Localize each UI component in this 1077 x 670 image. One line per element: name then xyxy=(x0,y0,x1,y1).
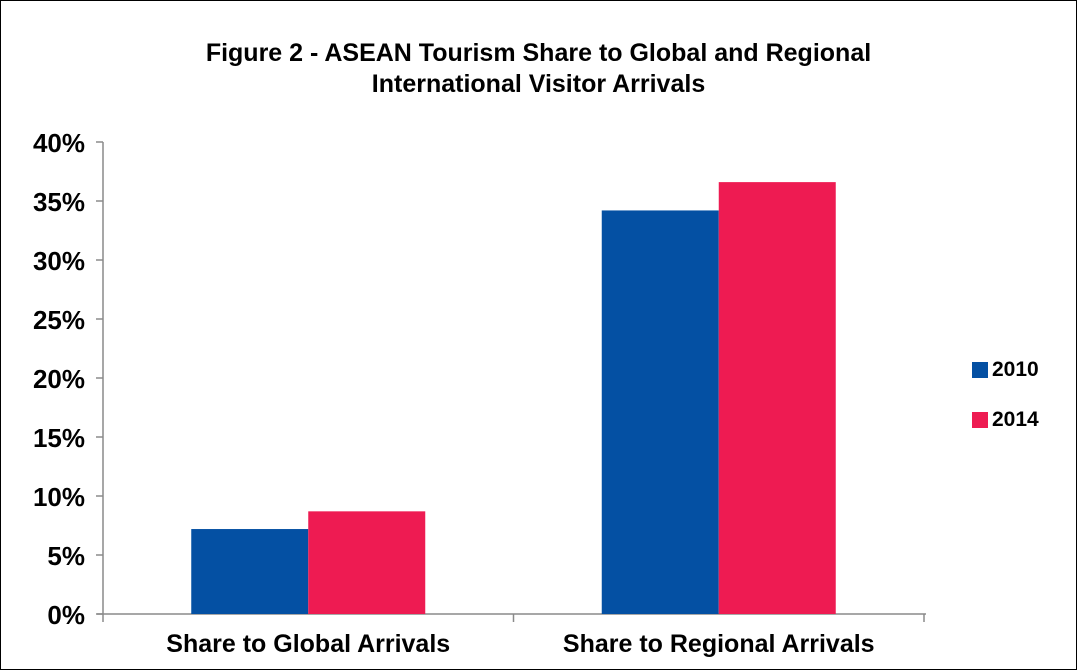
bar-2014-regional xyxy=(718,182,836,614)
bar-2010-global xyxy=(191,529,309,614)
x-tick-label: Share to Global Arrivals xyxy=(166,630,450,658)
legend-swatch-2014 xyxy=(972,412,988,428)
y-tick-label: 35% xyxy=(33,187,85,217)
y-tick-label: 10% xyxy=(33,482,85,512)
chart-title-line-2: International Visitor Arrivals xyxy=(371,70,706,98)
y-tick-label: 40% xyxy=(33,128,85,158)
y-tick-label: 15% xyxy=(33,423,85,453)
y-tick-label: 25% xyxy=(33,305,85,335)
y-tick-label: 20% xyxy=(33,364,85,394)
y-tick-label: 5% xyxy=(47,541,85,571)
x-tick-label: Share to Regional Arrivals xyxy=(563,630,875,658)
bars xyxy=(191,182,836,614)
bar-2014-global xyxy=(308,511,426,614)
y-tick-label: 30% xyxy=(33,246,85,276)
tick-labels: 0% 5% 10% 15% 20% 25% 30% 35% 40% Share to Global… xyxy=(33,128,875,658)
legend-item-2014: 2014 xyxy=(972,408,1039,431)
chart-title-line-1: Figure 2 - ASEAN Tourism Share to Global… xyxy=(205,39,872,67)
legend-label-2010: 2010 xyxy=(992,358,1039,381)
chart-title: Figure 2 - ASEAN Tourism Share to Global… xyxy=(0,38,1077,100)
legend-label-2014: 2014 xyxy=(992,408,1039,431)
legend-swatch-2010 xyxy=(972,362,988,378)
y-tick-label: 0% xyxy=(47,600,85,630)
legend: 2010 2014 xyxy=(972,358,1039,460)
bar-2010-regional xyxy=(601,210,719,614)
legend-item-2010: 2010 xyxy=(972,358,1039,381)
